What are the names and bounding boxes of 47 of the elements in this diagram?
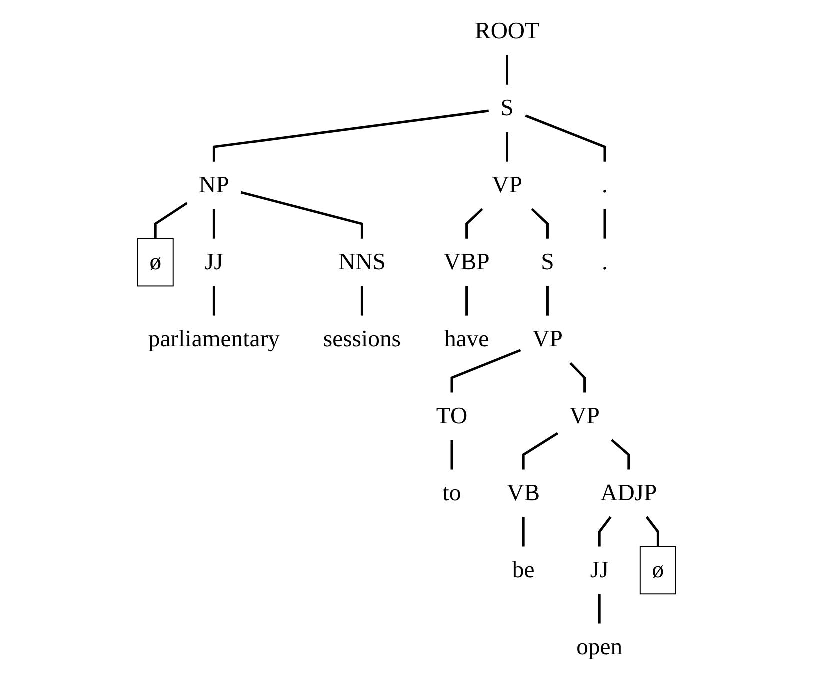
node-text: ADJP xyxy=(600,480,658,506)
connector xyxy=(522,517,526,547)
connector xyxy=(451,349,522,393)
node-text: VBP xyxy=(444,250,490,276)
connector xyxy=(213,286,216,316)
connector xyxy=(213,209,216,239)
connector xyxy=(532,208,550,239)
node-text: JJ xyxy=(205,250,224,276)
node-text: open xyxy=(576,634,623,660)
node-text: S xyxy=(500,96,514,122)
connector xyxy=(646,516,660,547)
connector xyxy=(525,114,606,162)
node-text: JJ xyxy=(590,558,610,584)
node-text: parliamentary xyxy=(148,326,280,352)
connector xyxy=(570,362,586,393)
connector xyxy=(361,286,364,316)
connector xyxy=(604,209,606,239)
connector xyxy=(241,191,364,239)
node-text: TO xyxy=(436,404,468,430)
node-text: be xyxy=(512,558,536,584)
node-text: have xyxy=(444,326,490,352)
connector xyxy=(506,55,509,85)
node-text: S xyxy=(541,250,555,276)
node-text: NNS xyxy=(338,250,386,276)
connector xyxy=(466,286,468,316)
node-box: ø xyxy=(640,546,677,595)
connector xyxy=(213,110,490,162)
node-text: . xyxy=(602,250,608,276)
connector xyxy=(506,132,509,162)
connector xyxy=(598,516,612,547)
node-text: VP xyxy=(492,172,523,198)
node-text: NP xyxy=(199,172,230,198)
node-text: sessions xyxy=(324,326,402,352)
node-box: ø xyxy=(138,238,174,287)
node-text: . xyxy=(602,172,608,198)
node-text: ROOT xyxy=(475,18,540,44)
connector xyxy=(154,202,188,239)
connector xyxy=(598,594,602,624)
node-text: VP xyxy=(570,404,600,430)
connector xyxy=(451,440,454,470)
connector xyxy=(611,439,630,470)
connector xyxy=(466,208,484,239)
node-text: to xyxy=(443,480,462,506)
node-text: VB xyxy=(507,480,540,506)
connector xyxy=(522,432,559,470)
connector xyxy=(546,286,550,316)
node-text: VP xyxy=(532,326,564,352)
